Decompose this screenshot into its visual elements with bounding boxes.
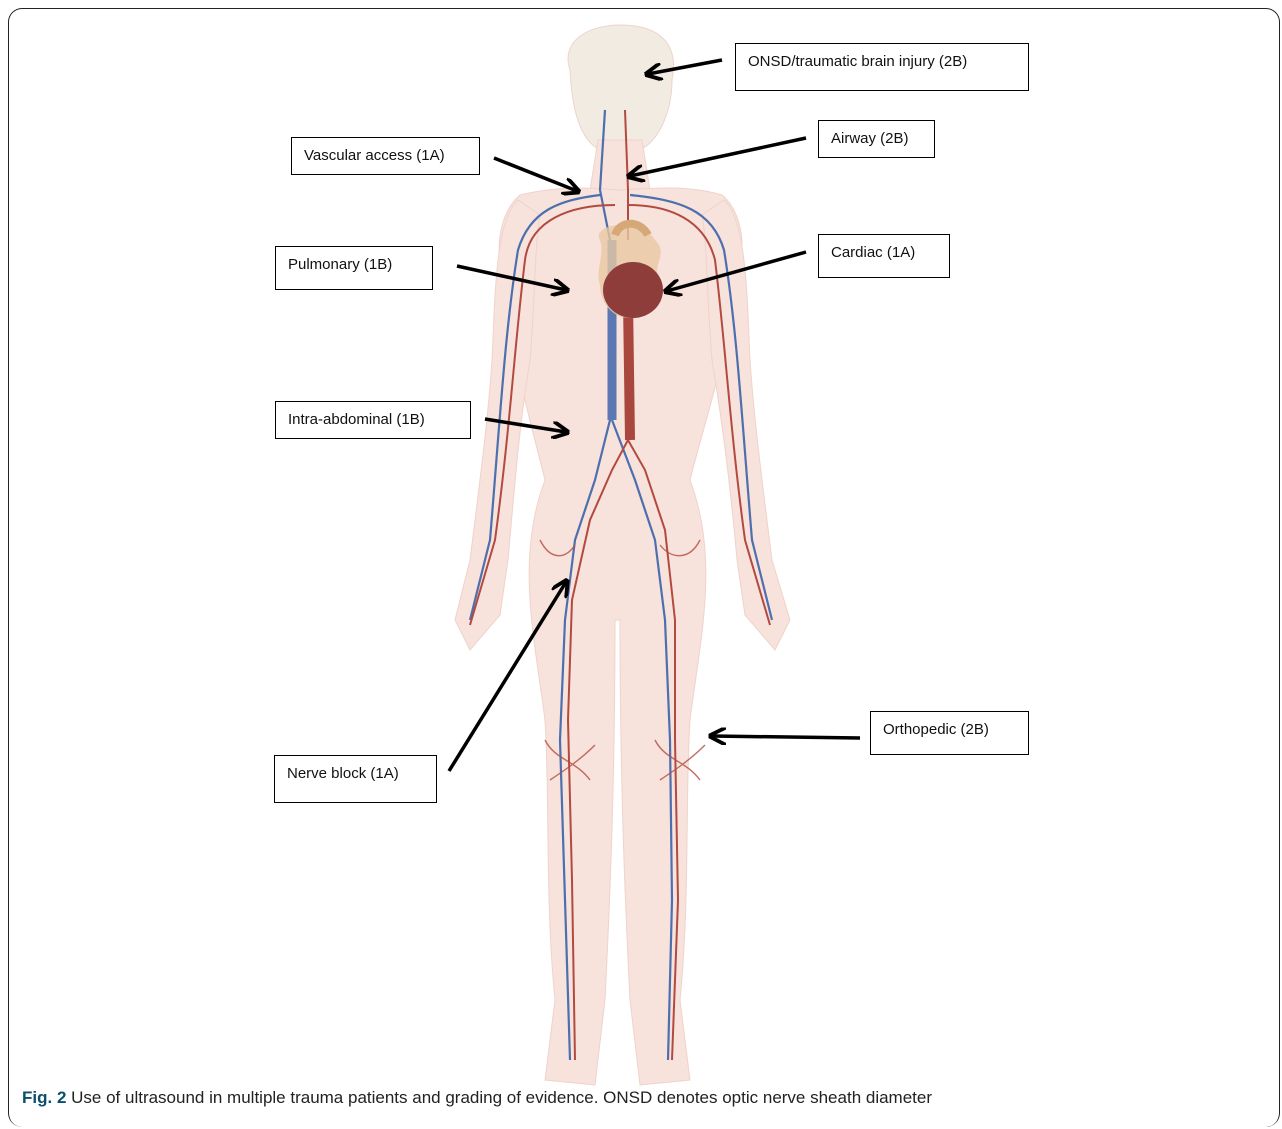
label-intra-abdominal: Intra-abdominal (1B) [275, 401, 471, 439]
label-onsd: ONSD/traumatic brain injury (2B) [735, 43, 1029, 91]
head [568, 25, 673, 150]
arrow-vascular [494, 158, 577, 191]
caption-text: Use of ultrasound in multiple trauma pat… [66, 1088, 932, 1107]
label-nerve-block: Nerve block (1A) [274, 755, 437, 803]
label-cardiac: Cardiac (1A) [818, 234, 950, 278]
neck [590, 140, 650, 190]
label-orthopedic: Orthopedic (2B) [870, 711, 1029, 755]
label-pulmonary: Pulmonary (1B) [275, 246, 433, 290]
arrow-ortho [712, 736, 860, 738]
label-airway: Airway (2B) [818, 120, 935, 158]
torso [499, 188, 742, 1085]
arrow-airway [630, 138, 806, 176]
label-vascular-access: Vascular access (1A) [291, 137, 480, 175]
figure-caption: Fig. 2 Use of ultrasound in multiple tra… [22, 1088, 932, 1108]
body-silhouette [455, 25, 790, 1085]
caption-fig-label: Fig. 2 [22, 1088, 66, 1107]
heart [599, 224, 663, 318]
anatomy-figure [0, 0, 1282, 1090]
